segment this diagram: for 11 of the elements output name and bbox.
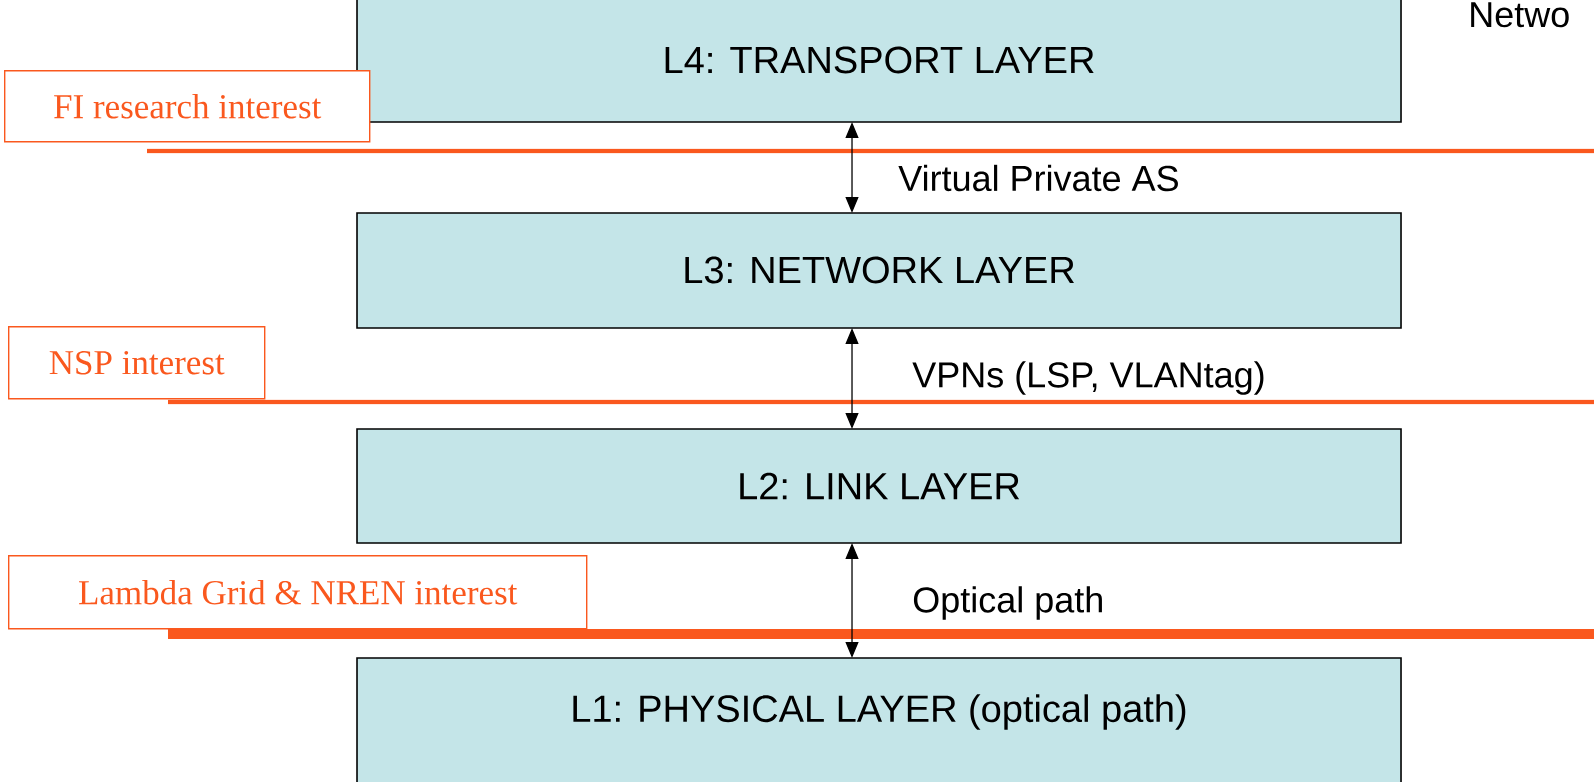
layer-box: L1: PHYSICAL LAYER (optical path)	[356, 657, 1402, 782]
edge-label: Optical path	[911, 585, 1106, 621]
interest-box: NSP interest	[8, 326, 266, 400]
edge-label: Virtual Private AS	[897, 163, 1181, 193]
edge-label: VPNs (LSP, VLANtag)	[911, 360, 1267, 396]
layer-box: L4: TRANSPORT LAYER	[356, 0, 1402, 123]
heading-text: Netwo	[1471, 2, 1569, 28]
layer-box: L2: LINK LAYER	[356, 428, 1402, 544]
interest-box: Lambda Grid & NREN interest	[8, 555, 588, 630]
interest-box: FI research interest	[4, 70, 371, 143]
layer-box: L3: NETWORK LAYER	[356, 212, 1402, 329]
